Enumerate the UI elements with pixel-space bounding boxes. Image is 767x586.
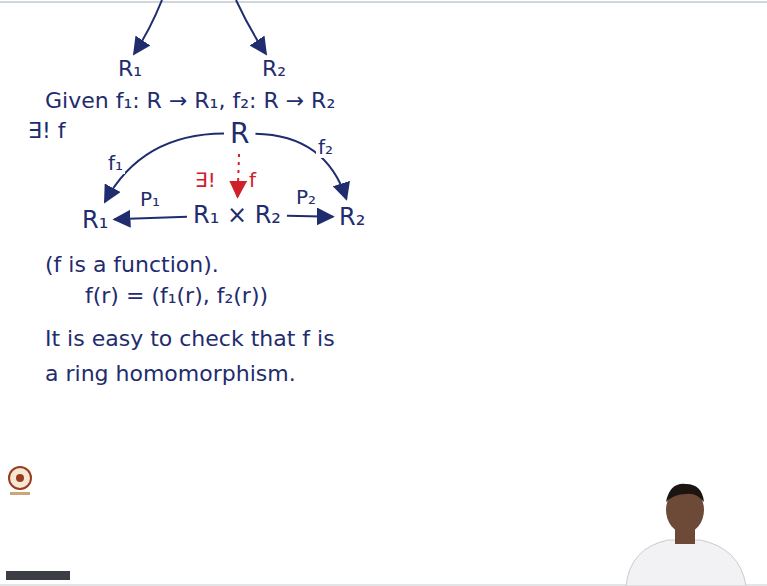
- math-object: R₂: [335, 201, 369, 233]
- nptel-logo: [9, 467, 31, 495]
- video-bar: [6, 571, 70, 580]
- morphism-label: f: [247, 169, 258, 191]
- morphism-label: P₁: [138, 188, 162, 210]
- partial-arrow: [134, 0, 162, 54]
- morphism-label: f₂: [316, 136, 335, 158]
- math-object: R₁ × R₂: [189, 199, 285, 231]
- object-name: R₂: [339, 203, 365, 231]
- math-object: R: [226, 115, 253, 152]
- handwritten-note: a ring homomorphism.: [45, 361, 296, 387]
- morphism-label: f₁: [106, 152, 125, 174]
- handwritten-note: ∃!: [195, 168, 216, 192]
- partial-arrow: [236, 0, 266, 54]
- math-object: R₁: [78, 204, 112, 236]
- object-name: R: [230, 117, 249, 150]
- morphism-arrow: [238, 154, 239, 197]
- morphism-arrow: [105, 134, 224, 202]
- object-name: R₁ × R₂: [193, 201, 281, 229]
- top-rule: [0, 1, 767, 3]
- handwritten-note: It is easy to check that f is: [45, 326, 335, 352]
- handwritten-note: Given f₁: R → R₁, f₂: R → R₂: [45, 88, 335, 114]
- handwritten-note: (f is a function).: [45, 252, 219, 278]
- handwritten-note: ∃! f: [28, 118, 65, 144]
- handwritten-note: f(r) = (f₁(r), f₂(r)): [85, 283, 268, 309]
- presenter-figure: [626, 484, 746, 586]
- handwritten-note: R₁: [118, 56, 142, 82]
- morphism-arrow: [114, 217, 187, 220]
- object-name: R₁: [82, 206, 108, 234]
- morphism-arrow: [287, 215, 333, 218]
- morphism-label: P₂: [294, 186, 318, 208]
- handwritten-note: R₂: [262, 56, 286, 82]
